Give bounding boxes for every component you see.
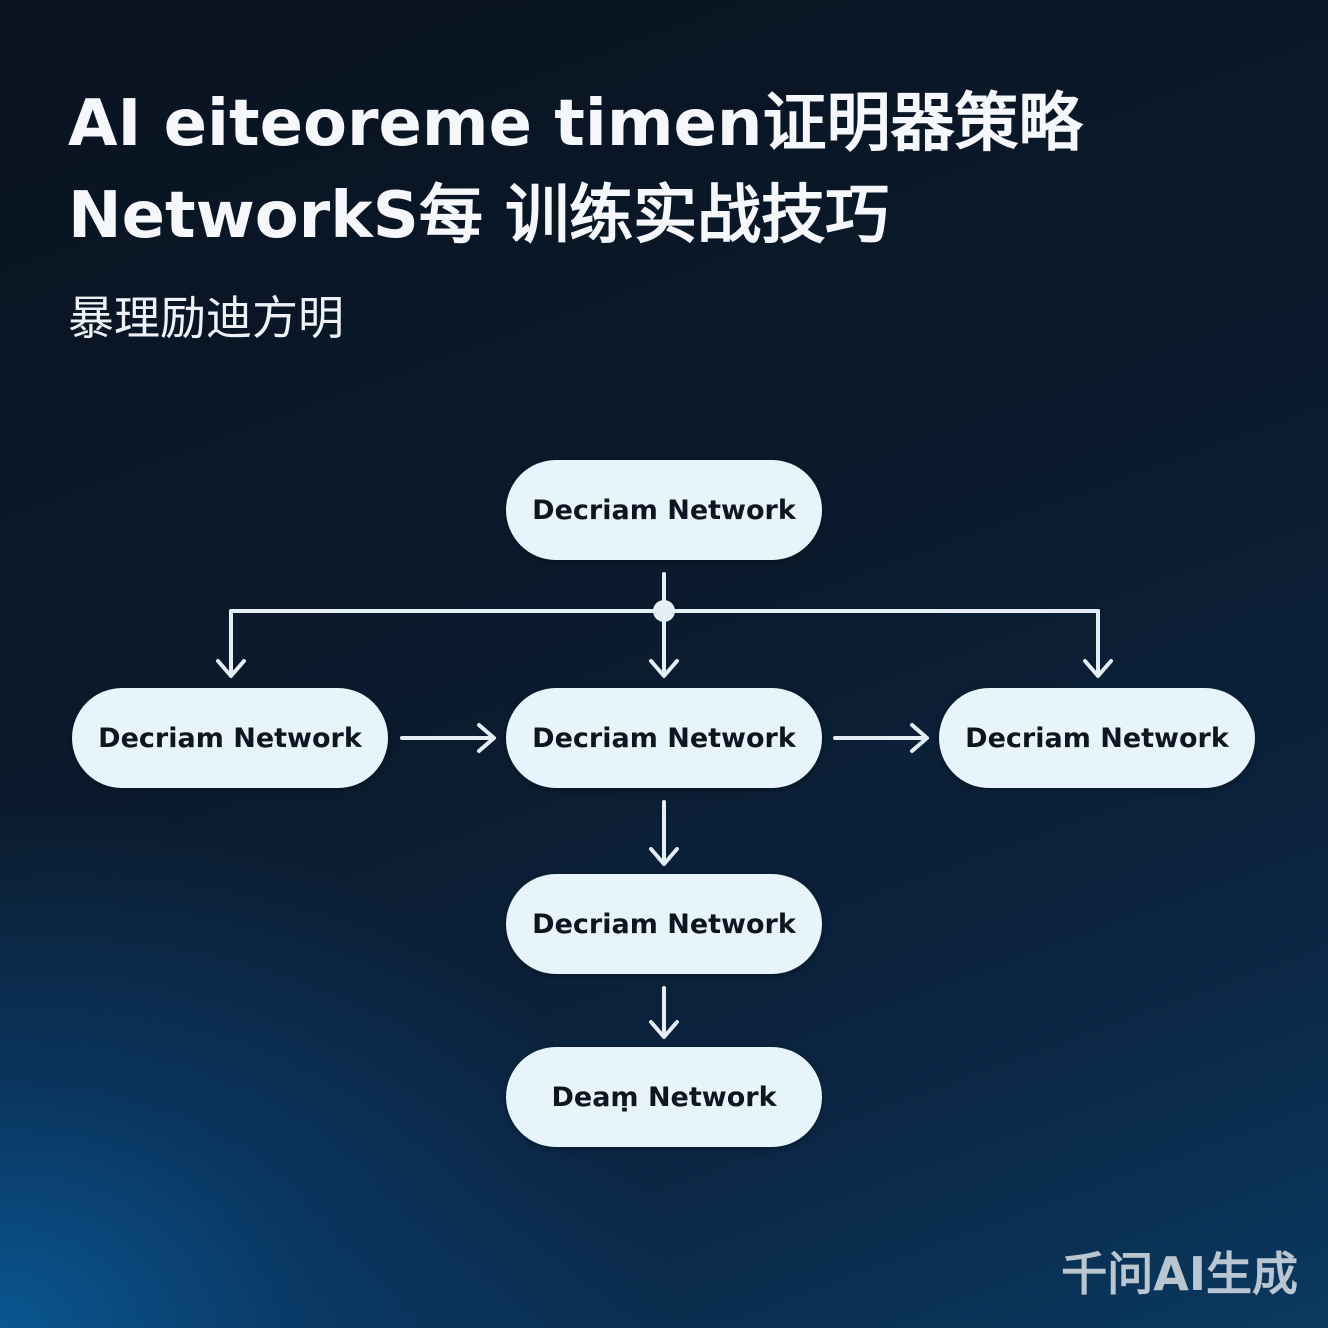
node-right-label: Decriam Network xyxy=(965,722,1229,754)
title-line-2: NetworkS每 训练实战技巧 xyxy=(68,179,890,253)
node-bottom-label: Deaṃ Network xyxy=(551,1081,777,1113)
arrowhead-center-to-right xyxy=(910,723,929,753)
arrowhead-drop-right xyxy=(1083,659,1113,678)
arrowhead-left-to-center xyxy=(477,723,496,753)
arrowhead-center-to-lower xyxy=(649,847,679,866)
node-right: Decriam Network xyxy=(939,688,1255,788)
arrowhead-lower-to-bottom xyxy=(649,1020,679,1039)
watermark: 千问AI生成 xyxy=(1061,1247,1298,1301)
header: AI eiteoreme timen证明器策略 NetworkS每 训练实战技巧… xyxy=(68,78,1248,348)
node-center-label: Decriam Network xyxy=(532,722,796,754)
node-center: Decriam Network xyxy=(506,688,822,788)
node-top: Decriam Network xyxy=(506,460,822,560)
node-bottom: Deaṃ Network xyxy=(506,1047,822,1147)
node-lower-label: Decriam Network xyxy=(532,908,796,940)
node-top-label: Decriam Network xyxy=(532,494,796,526)
page-title: AI eiteoreme timen证明器策略 NetworkS每 训练实战技巧 xyxy=(68,78,1248,262)
arrowhead-drop-left xyxy=(216,659,246,678)
subtitle: 暴理励迪方明 xyxy=(68,291,344,345)
junction-dot xyxy=(653,600,675,622)
title-line-1: AI eiteoreme timen证明器策略 xyxy=(68,87,1083,161)
arrowhead-drop-center xyxy=(649,659,679,678)
node-left-label: Decriam Network xyxy=(98,722,362,754)
node-lower: Decriam Network xyxy=(506,874,822,974)
node-left: Decriam Network xyxy=(72,688,388,788)
